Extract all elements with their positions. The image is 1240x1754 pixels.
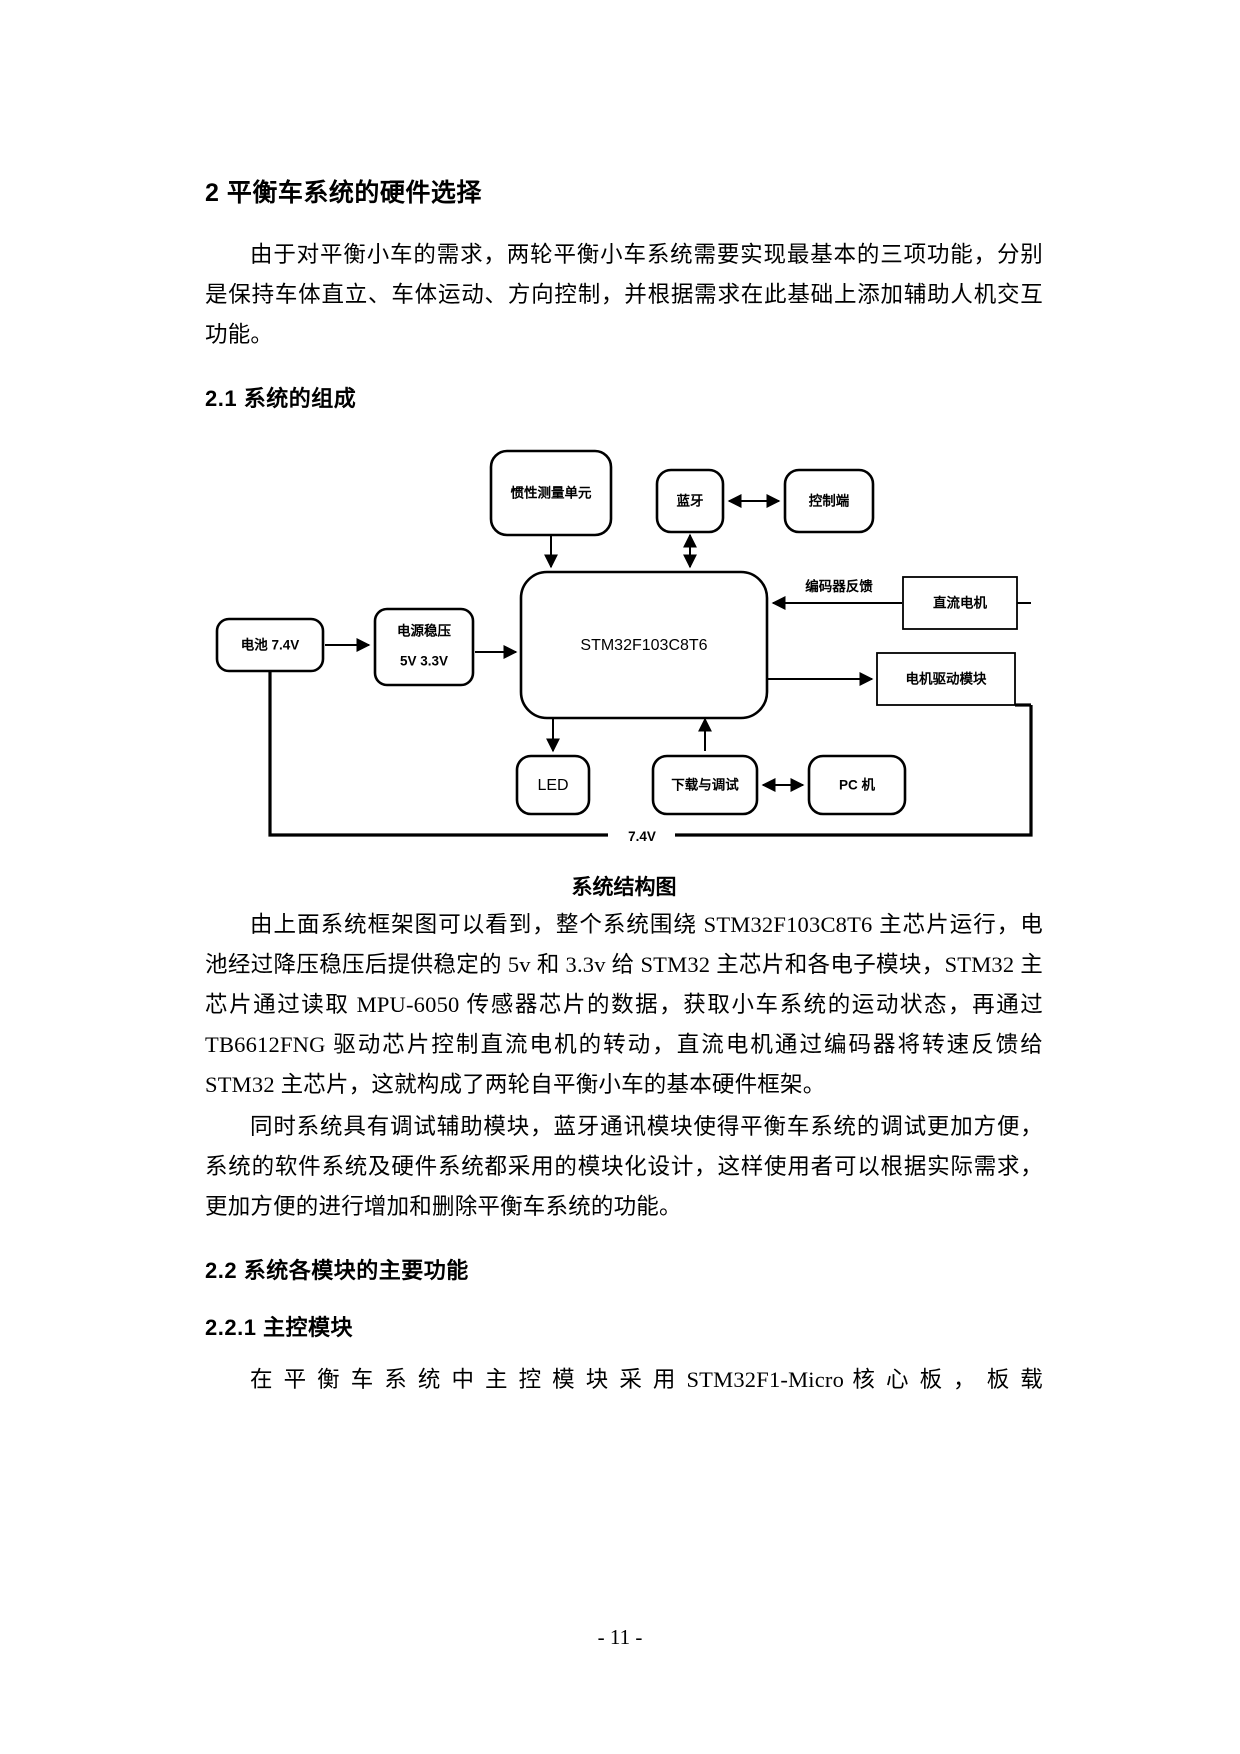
diagram-node-download-debug-label: 下载与调试 [671, 776, 739, 792]
diagram-node-control-terminal [783, 468, 875, 534]
diagram-node-motor-driver [876, 651, 1016, 706]
diagram-edge-label-encoder-feedback: 编码器反馈 [805, 578, 873, 594]
diagram-node-motor-driver-label: 电机驱动模块 [906, 670, 987, 686]
section-heading: 2 平衡车系统的硬件选择 [205, 179, 482, 207]
diagram-node-control-terminal-label: 控制端 [809, 492, 850, 508]
diagram-node-mcu [519, 570, 769, 720]
diagram-node-bluetooth [655, 468, 725, 534]
diagram-node-regulator [373, 607, 475, 687]
diagram-node-pc-label: PC 机 [839, 776, 876, 792]
paragraph-after-figure: 由上面系统框架图可以看到，整个系统围绕 STM32F103C8T6 主芯片运行，… [205, 911, 1043, 1097]
paragraph-main-control: 在 平 衡 车 系 统 中 主 控 模 块 采 用 STM32F1-Micro … [250, 1366, 1043, 1392]
diagram-node-dc-motor [902, 575, 1018, 630]
figure-caption: 系统结构图 [571, 875, 677, 899]
diagram-node-bluetooth-label: 蓝牙 [677, 492, 704, 508]
diagram-node-led [515, 754, 591, 816]
diagram-node-battery-label: 电池 7.4V [241, 636, 300, 652]
diagram-node-download-debug [651, 754, 759, 816]
diagram-node-dc-motor-label: 直流电机 [933, 594, 987, 610]
diagram-node-led-label: LED [537, 777, 568, 794]
page-number: - 11 - [597, 1625, 643, 1649]
page-content: 2 平衡车系统的硬件选择 由于对平衡小车的需求，两轮平衡小车系统需要实现最基本的… [205, 178, 1043, 1400]
subsection-2-2-1-heading: 2.2.1 主控模块 [205, 1315, 354, 1341]
diagram-edge-label-power-bus: 7.4V [628, 829, 656, 844]
diagram-node-regulator-label-2: 5V 3.3V [400, 653, 448, 668]
diagram-node-regulator-label-1: 电源稳压 [397, 622, 451, 638]
subsection-2-1-heading: 2.1 系统的组成 [205, 386, 357, 412]
system-structure-diagram: 惯性测量单元 蓝牙 控制端 电池 7.4V 电源稳压 5V 3.3V STM [205, 431, 1043, 861]
subsection-2-2-heading: 2.2 系统各模块的主要功能 [205, 1257, 469, 1283]
diagram-node-mcu-label: STM32F103C8T6 [580, 637, 707, 654]
intro-paragraph: 由于对平衡小车的需求，两轮平衡小车系统需要实现最基本的三项功能，分别是保持车体直… [205, 242, 1043, 348]
diagram-edge-power-bus-left [268, 670, 608, 837]
paragraph-modules: 同时系统具有调试辅助模块，蓝牙通讯模块使得平衡车系统的调试更加方便，系统的软件系… [205, 1113, 1043, 1219]
diagram-node-imu-label: 惯性测量单元 [511, 484, 592, 500]
diagram-node-pc [807, 754, 907, 816]
diagram-edge-power-bus-right [675, 704, 1033, 837]
diagram-svg: 惯性测量单元 蓝牙 控制端 电池 7.4V 电源稳压 5V 3.3V STM [215, 449, 1033, 844]
